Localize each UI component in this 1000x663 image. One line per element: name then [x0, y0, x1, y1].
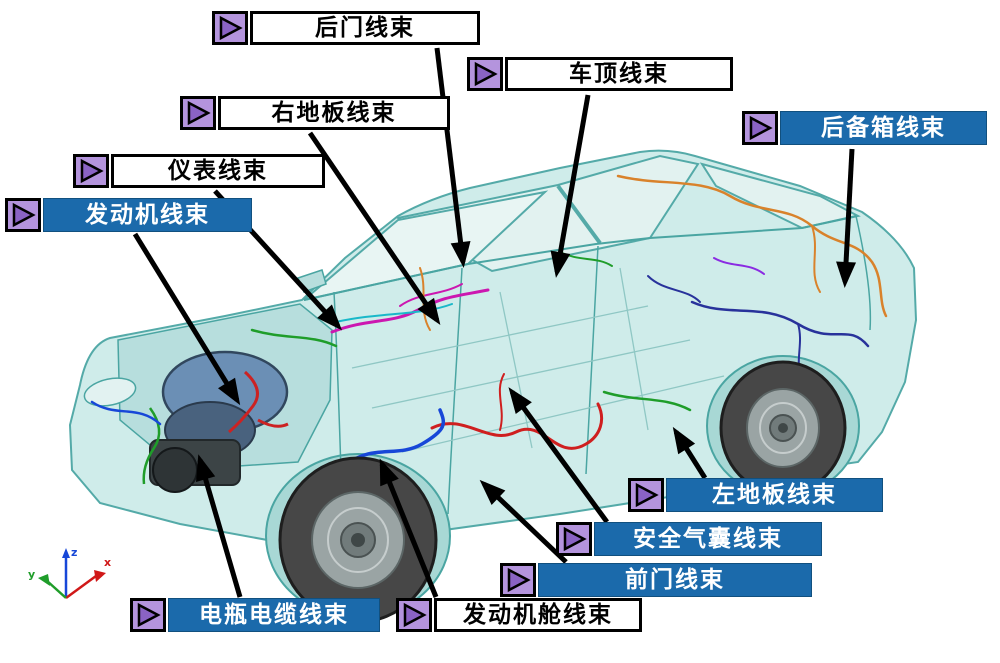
label-roof-harness: 车顶线束: [467, 57, 733, 91]
harness-pointer-icon: [212, 11, 248, 45]
harness-pointer-icon: [73, 154, 109, 188]
engine-block: [142, 350, 289, 493]
axis-triad: z x y: [28, 546, 111, 600]
label-battery-cable-harness: 电瓶电缆线束: [130, 598, 380, 632]
axis-z-label: z: [71, 546, 77, 559]
arrow-battery-cable-harness: [196, 454, 243, 598]
label-left-floor-harness: 左地板线束: [628, 478, 883, 512]
wire-blue-front: [90, 400, 162, 426]
wire-cyan-cowl: [335, 303, 453, 323]
harness-pointer-icon: [556, 522, 592, 556]
arrow-front-door-harness: [479, 479, 568, 564]
wire-magenta-branch: [399, 283, 463, 307]
headlight: [83, 377, 137, 407]
label-right-floor-harness: 右地板线束: [180, 96, 450, 130]
label-text: 右地板线束: [218, 96, 450, 130]
axis-x-label: x: [104, 556, 111, 569]
harness-pointer-icon: [5, 198, 41, 232]
harness-pointer-icon: [467, 57, 503, 91]
label-engine-harness: 发动机线束: [5, 198, 252, 232]
label-trunk-harness: 后备箱线束: [742, 111, 987, 145]
label-text: 车顶线束: [505, 57, 733, 91]
label-rear-door-harness: 后门线束: [212, 11, 480, 45]
wiring-harnesses: [90, 174, 888, 466]
rear-door-seam: [585, 245, 599, 475]
harness-pointer-icon: [396, 598, 432, 632]
harness-pointer-icon: [742, 111, 778, 145]
label-text: 后门线束: [250, 11, 480, 45]
arrow-trunk-harness: [836, 148, 857, 288]
label-text: 发动机线束: [43, 198, 252, 232]
label-text: 安全气囊线束: [594, 522, 822, 556]
engine-wire-red-2: [257, 418, 289, 428]
wheels: [278, 360, 847, 624]
leader-arrows: [132, 47, 857, 598]
arrow-engine-bay-harness: [379, 458, 439, 598]
arrow-rear-door-harness: [434, 47, 471, 268]
wire-darkblue-mid: [647, 275, 701, 303]
label-instrument-harness: 仪表线束: [73, 154, 325, 188]
wire-green-cowl: [250, 328, 338, 348]
label-text: 发动机舱线束: [434, 598, 642, 632]
label-text: 前门线束: [538, 563, 812, 597]
label-text: 仪表线束: [111, 154, 325, 188]
arrow-roof-harness: [550, 94, 591, 278]
label-engine-bay-harness: 发动机舱线束: [396, 598, 642, 632]
engine-wire-red-1: [228, 370, 259, 434]
label-text: 左地板线束: [666, 478, 883, 512]
wire-blue-rocker: [346, 408, 446, 466]
arrow-left-floor-harness: [672, 426, 708, 480]
label-airbag-harness: 安全气囊线束: [556, 522, 822, 556]
arrow-airbag-harness: [508, 387, 610, 524]
rear-wheel: [719, 360, 847, 496]
wire-purple-rear: [713, 257, 765, 275]
wire-orange-trunk: [811, 225, 821, 293]
arrow-right-floor-harness: [307, 131, 441, 325]
wire-orange-roof: [616, 174, 888, 318]
b-pillar: [556, 184, 602, 245]
pulley: [152, 447, 198, 493]
harness-pointer-icon: [130, 598, 166, 632]
axis-y-label: y: [28, 568, 35, 581]
wire-red-floor-branch: [498, 373, 505, 431]
label-front-door-harness: 前门线束: [500, 563, 812, 597]
harness-pointer-icon: [628, 478, 664, 512]
wire-green-floor: [602, 390, 692, 412]
arrow-engine-harness: [132, 232, 241, 406]
label-text: 电瓶电缆线束: [168, 598, 380, 632]
trunk-seam: [855, 215, 872, 331]
floor-structure-lines: [351, 267, 725, 453]
harness-pointer-icon: [500, 563, 536, 597]
label-text: 后备箱线束: [780, 111, 987, 145]
harness-pointer-icon: [180, 96, 216, 130]
